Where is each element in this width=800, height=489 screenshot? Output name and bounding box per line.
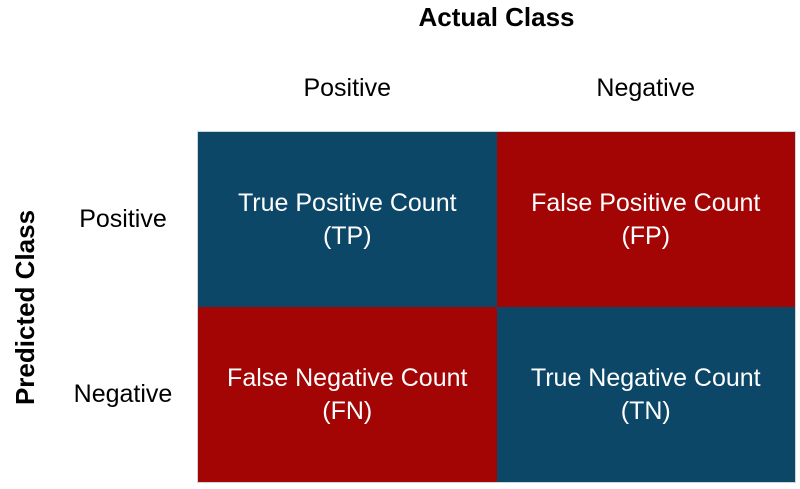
- column-label-negative: Negative: [596, 74, 696, 102]
- cell-true-negative-label: True Negative Count: [530, 363, 761, 392]
- row-labels: Positive Negative: [48, 132, 198, 482]
- predicted-class-title: Predicted Class: [10, 209, 41, 405]
- cell-true-positive: True Positive Count (TP): [198, 132, 497, 307]
- y-axis-title-container: Predicted Class: [4, 132, 48, 482]
- confusion-matrix-grid: True Positive Count (TP) False Positive …: [197, 131, 796, 483]
- cell-false-negative-label: False Negative Count: [227, 363, 468, 392]
- cell-true-positive-label: True Positive Count: [237, 188, 457, 217]
- row-label-negative: Negative: [73, 380, 173, 408]
- cell-false-negative-abbr: (FN): [322, 396, 373, 425]
- column-label-positive: Positive: [303, 74, 392, 102]
- cell-false-positive-label: False Positive Count: [531, 188, 761, 217]
- actual-class-title: Actual Class: [418, 2, 575, 32]
- cell-false-positive-abbr: (FP): [621, 221, 671, 250]
- cell-false-negative: False Negative Count (FN): [198, 307, 497, 482]
- cell-true-negative: True Negative Count (TN): [496, 307, 795, 482]
- column-labels: Positive Negative: [198, 74, 795, 103]
- cell-true-negative-abbr: (TN): [620, 396, 671, 425]
- row-label-positive: Positive: [79, 205, 167, 233]
- cell-false-positive: False Positive Count (FP): [496, 132, 795, 307]
- cell-true-positive-abbr: (TP): [322, 221, 372, 250]
